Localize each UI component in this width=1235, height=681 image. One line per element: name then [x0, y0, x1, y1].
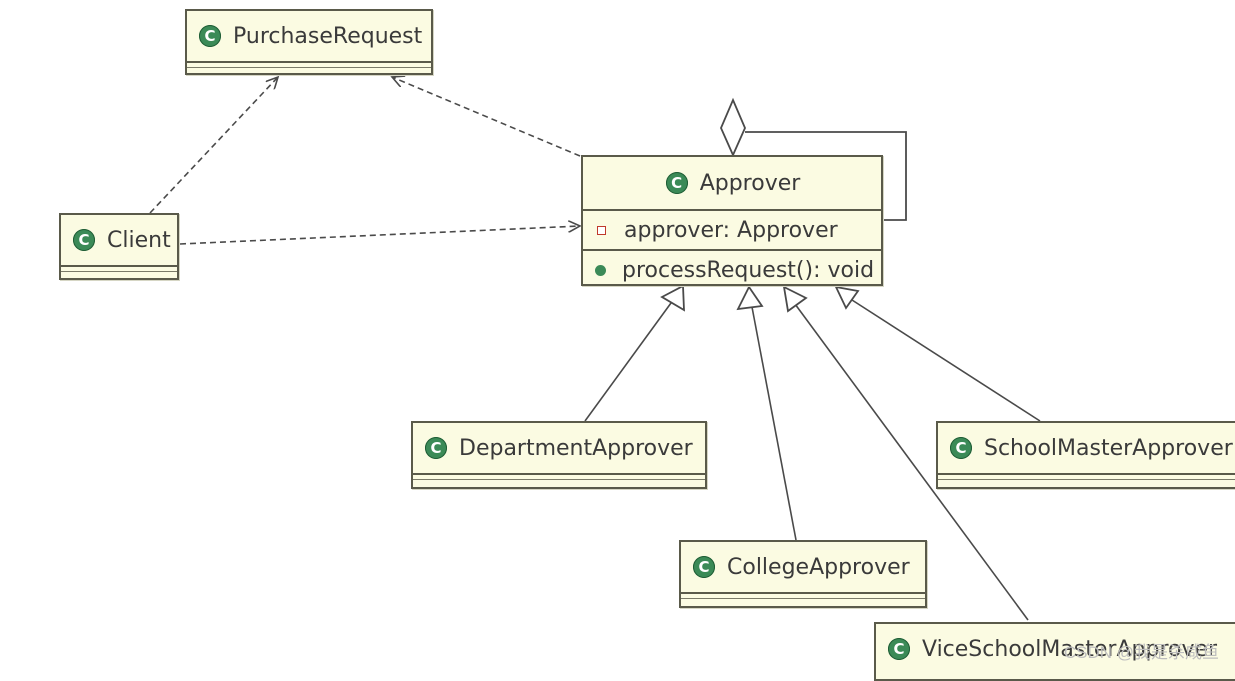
attributes-compartment: [938, 473, 1235, 479]
operations-compartment: [187, 67, 431, 72]
class-schoolmasterapprover[interactable]: C SchoolMasterApprover: [936, 421, 1235, 489]
public-method-icon: [595, 264, 606, 276]
operations-compartment: [413, 479, 705, 484]
class-header: C PurchaseRequest: [187, 11, 431, 61]
class-name: Approver: [699, 170, 801, 196]
class-icon: C: [73, 229, 95, 251]
inheritance-triangle: [782, 285, 808, 313]
method-processrequest[interactable]: processRequest(): void: [583, 249, 881, 289]
class-icon: C: [665, 172, 688, 194]
edge-departmentapprover-to-approver: [584, 302, 672, 422]
class-name: SchoolMasterApprover: [984, 435, 1233, 461]
class-viceschoolmasterapprover[interactable]: C ViceSchoolMasterApprover: [874, 622, 1235, 681]
operations-compartment: [681, 598, 925, 603]
class-header: C ViceSchoolMasterApprover: [876, 624, 1235, 674]
class-header: C SchoolMasterApprover: [938, 423, 1235, 473]
class-header: C CollegeApprover: [681, 542, 925, 592]
class-name: CollegeApprover: [727, 554, 910, 580]
edge-approver-self-aggregation: [745, 131, 907, 221]
attributes-compartment: [413, 473, 705, 479]
class-header: C DepartmentApprover: [413, 423, 705, 473]
edge-schoolmasterapprover-to-approver: [851, 299, 1041, 422]
watermark-text: CSDN @我是杀咸鱼: [1063, 643, 1219, 662]
class-icon: C: [888, 638, 910, 660]
field-approver[interactable]: approver: Approver: [583, 209, 881, 249]
class-icon: C: [693, 556, 715, 578]
method-signature: processRequest(): void: [622, 257, 875, 283]
class-departmentapprover[interactable]: C DepartmentApprover: [411, 421, 707, 489]
class-header: C Approver: [583, 157, 881, 209]
edge-approver-to-purchaserequest: [392, 77, 581, 157]
class-approver[interactable]: C Approver approver: Approver processReq…: [581, 155, 883, 286]
edge-client-to-purchaserequest: [149, 77, 278, 214]
aggregation-diamond: [720, 97, 746, 158]
class-header: C Client: [61, 215, 177, 265]
class-name: ViceSchoolMasterApprover: [922, 636, 1218, 662]
operations-compartment: [938, 479, 1235, 484]
field-signature: approver: Approver: [624, 217, 838, 243]
attributes-compartment: [187, 61, 431, 67]
inheritance-triangle: [834, 285, 860, 310]
class-name: Client: [107, 227, 171, 253]
edge-client-to-approver: [179, 226, 580, 245]
class-name: DepartmentApprover: [459, 435, 693, 461]
class-collegeapprover[interactable]: C CollegeApprover: [679, 540, 927, 608]
class-icon: C: [199, 25, 221, 47]
class-name: PurchaseRequest: [233, 23, 423, 49]
private-field-icon: [597, 225, 606, 235]
class-client[interactable]: C Client: [59, 213, 179, 280]
class-icon: C: [950, 437, 972, 459]
class-purchaserequest[interactable]: C PurchaseRequest: [185, 9, 433, 75]
attributes-compartment: [61, 265, 177, 271]
edge-viceschoolmasterapprover-to-approver: [794, 303, 1029, 621]
inheritance-triangle: [736, 285, 764, 311]
operations-compartment: [61, 271, 177, 276]
inheritance-triangle: [660, 284, 685, 312]
attributes-compartment: [681, 592, 925, 598]
class-icon: C: [425, 437, 447, 459]
edge-collegeapprover-to-approver: [751, 306, 797, 541]
